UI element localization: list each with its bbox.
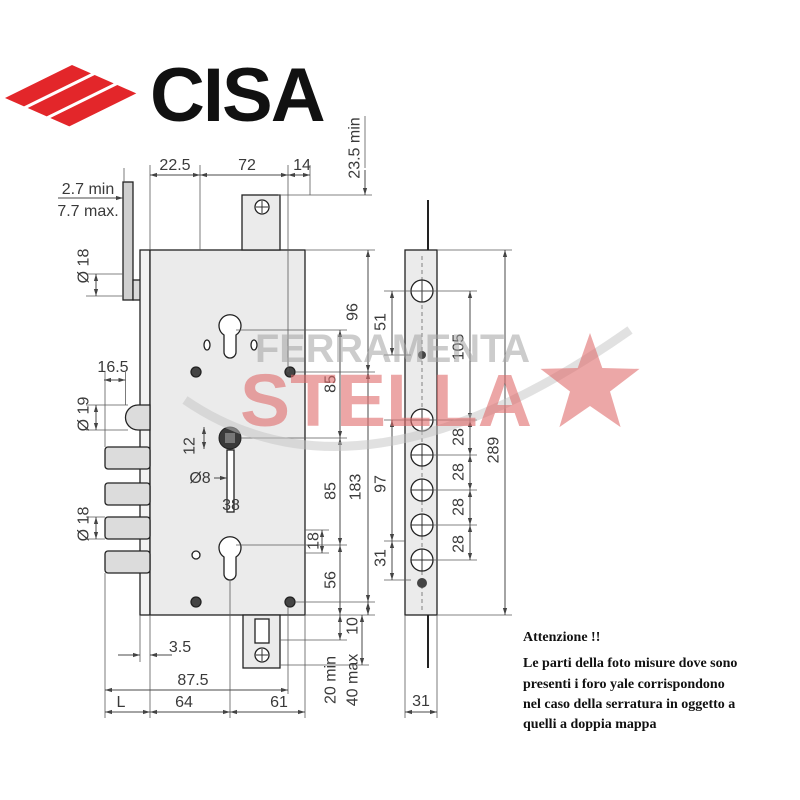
lower-cylinder-pin xyxy=(191,550,201,560)
label-40-max: 40 max xyxy=(345,654,362,706)
label-87-5: 87.5 xyxy=(177,672,208,689)
note-line-1: Le parti della foto misure dove sono xyxy=(523,656,737,671)
label-61: 61 xyxy=(270,694,288,711)
bottom-tab-hole-cross xyxy=(256,649,268,661)
label-28-a: 28 xyxy=(451,428,468,446)
label-dia-18-bottom: Ø 18 xyxy=(76,507,93,542)
label-dia-8: Ø8 xyxy=(189,470,210,487)
handle-spindle-square xyxy=(225,433,235,443)
label-22-5: 22.5 xyxy=(159,157,190,174)
logo-brand-text: CISA xyxy=(150,53,324,138)
label-28-c: 28 xyxy=(451,498,468,516)
forend-hole-3-cross xyxy=(411,444,433,466)
upper-left-screw xyxy=(190,366,202,378)
lower-right-screw xyxy=(284,596,296,608)
label-85-lower: 85 xyxy=(323,482,340,500)
label-64: 64 xyxy=(175,694,193,711)
label-28-b: 28 xyxy=(451,463,468,481)
label-16-5: 16.5 xyxy=(97,359,128,376)
note-line-2: presenti i foro yale corrispondono xyxy=(523,677,725,692)
top-tab-hole-cross xyxy=(256,201,268,213)
upper-cylinder-hole xyxy=(218,314,242,359)
label-L: L xyxy=(117,694,126,711)
spindle-rod xyxy=(122,181,134,301)
upper-cylinder-left-slot xyxy=(203,339,211,351)
dead-bolt-2 xyxy=(104,482,151,506)
logo-stripe-2 xyxy=(27,75,114,117)
dead-bolt-1 xyxy=(104,446,151,470)
label-105: 105 xyxy=(451,334,468,361)
forend-hole-5-cross xyxy=(411,514,433,536)
label-96: 96 xyxy=(345,303,362,321)
label-23-5-min: 23.5 min xyxy=(347,117,364,178)
label-7-7-max: 7.7 max. xyxy=(57,203,118,220)
extension-lines xyxy=(86,116,512,718)
lower-left-screw xyxy=(190,596,202,608)
forend-hole-4-cross xyxy=(411,479,433,501)
label-2-7-min: 2.7 min xyxy=(62,181,114,198)
dimension-lines xyxy=(58,170,508,715)
label-dia-19: Ø 19 xyxy=(76,397,93,432)
label-51: 51 xyxy=(373,313,390,331)
forend-screw-1 xyxy=(418,351,426,359)
dead-bolt-3 xyxy=(104,516,151,540)
label-18: 18 xyxy=(306,532,323,550)
label-28-d: 28 xyxy=(451,535,468,553)
note-line-4: quelli a doppia mappa xyxy=(523,717,656,732)
bottom-tab-slot xyxy=(254,618,270,644)
label-14: 14 xyxy=(293,157,311,174)
connecting-rod xyxy=(226,449,235,513)
label-97: 97 xyxy=(373,475,390,493)
label-72: 72 xyxy=(238,157,256,174)
watermark: FERRAMENTA STELLA xyxy=(182,326,640,451)
label-3-5: 3.5 xyxy=(169,639,191,656)
dead-bolt-4 xyxy=(104,550,151,574)
label-289: 289 xyxy=(486,437,503,464)
label-183: 183 xyxy=(348,474,365,501)
label-38: 38 xyxy=(222,497,240,514)
label-12: 12 xyxy=(182,437,199,455)
upper-cylinder-right-slot xyxy=(250,339,258,351)
watermark-line-1: FERRAMENTA xyxy=(255,327,530,371)
logo-stripe-3 xyxy=(50,85,137,127)
dimension-labels: 22.5 72 14 23.5 min 2.7 min 7.7 max. Ø 1… xyxy=(57,117,502,711)
label-20-min: 20 min xyxy=(323,656,340,704)
forend-screw-2 xyxy=(417,578,427,588)
lock-front-view xyxy=(104,181,306,669)
label-31-horizontal: 31 xyxy=(412,693,430,710)
note-title: Attenzione !! xyxy=(523,630,600,645)
watermark-line-2: STELLA xyxy=(240,359,532,442)
label-31-vertical: 31 xyxy=(373,549,390,567)
warning-note: Attenzione !! Le parti della foto misure… xyxy=(523,630,737,732)
label-dia-18-top: Ø 18 xyxy=(76,249,93,284)
forend-hole-6-cross xyxy=(411,549,433,571)
label-85-upper: 85 xyxy=(323,375,340,393)
label-56: 56 xyxy=(323,571,340,589)
logo-stripe-1 xyxy=(5,65,91,107)
label-10: 10 xyxy=(345,617,362,635)
watermark-star-icon xyxy=(540,333,640,428)
latch-bolt xyxy=(124,404,151,431)
lower-cylinder-hole xyxy=(218,536,242,581)
note-line-3: nel caso della serratura in oggetto a xyxy=(523,697,735,712)
cisa-logo: CISA xyxy=(5,53,326,138)
